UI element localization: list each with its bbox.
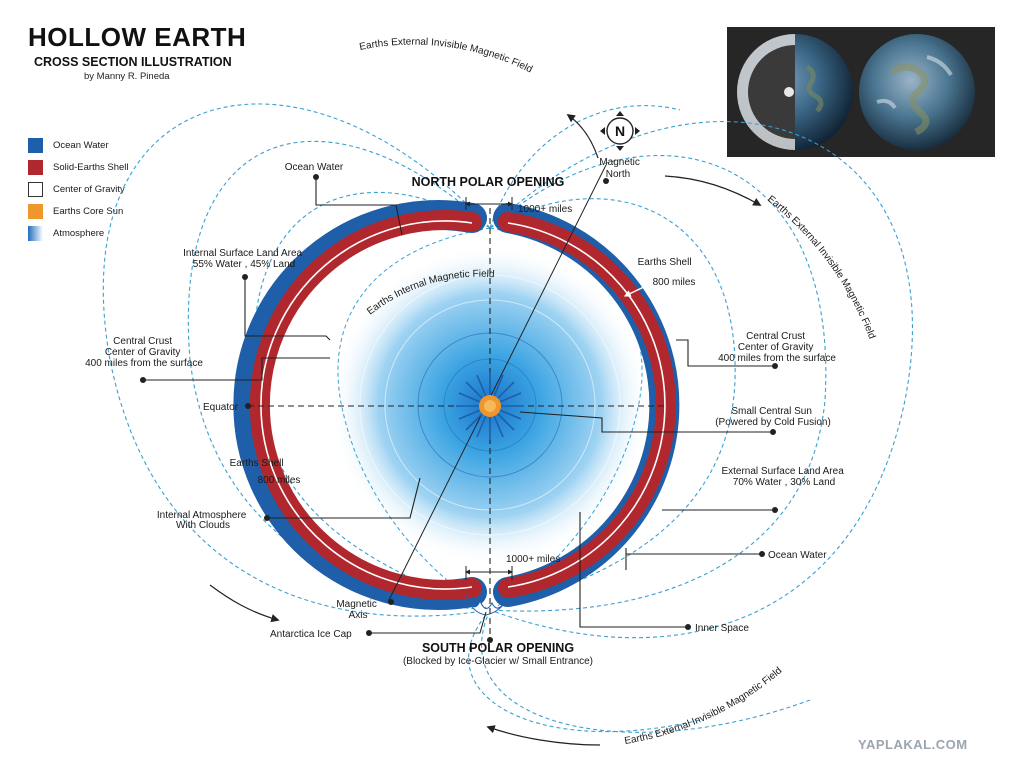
author-credit: by Manny R. Pineda <box>84 71 170 82</box>
field-direction-arrows <box>209 114 762 746</box>
gap-top-label: 1000+ miles <box>518 204 572 215</box>
leader-dots <box>140 174 778 643</box>
magnetic-axis-line <box>387 164 607 603</box>
external-field-label-right: Earths External Invisible Magnetic Field <box>765 194 877 341</box>
legend-label: Center of Gravity <box>53 183 125 195</box>
legend-item-ocean: Ocean Water <box>28 134 129 156</box>
magnetic-axis-label: Magnetic Axis <box>336 599 379 621</box>
earths-shell-right-label: Earths Shell 800 miles <box>638 257 696 288</box>
legend-swatch-shell <box>28 159 43 175</box>
legend-label: Earths Core Sun <box>53 205 124 217</box>
legend-label: Ocean Water <box>53 139 109 151</box>
earths-shell-left-label: Earths Shell 800 miles <box>230 458 301 486</box>
legend: Ocean Water Solid-Earths Shell Center of… <box>28 134 129 244</box>
external-field-lines <box>102 103 913 733</box>
central-sun <box>456 372 524 440</box>
legend-swatch-gravity <box>28 181 43 197</box>
legend-label: Atmosphere <box>53 227 105 239</box>
page-subtitle: CROSS SECTION ILLUSTRATION <box>34 55 232 69</box>
external-field-label-top: Earths External Invisible Magnetic Field <box>358 37 534 76</box>
legend-item-gravity: Center of Gravity <box>28 178 129 200</box>
south-polar-opening-label: SOUTH POLAR OPENING <box>422 641 574 655</box>
central-crust-right-label: Central Crust Center of Gravity 400 mile… <box>718 331 836 364</box>
central-crust-left-label: Central Crust Center of Gravity 400 mile… <box>85 336 203 369</box>
internal-atmosphere-label: Internal Atmosphere With Clouds <box>157 510 249 531</box>
ocean-water-left-label: Ocean Water <box>285 162 344 173</box>
gap-bottom-label: 1000+ miles <box>506 554 560 565</box>
inner-space-label: Inner Space <box>695 623 749 634</box>
compass-letter: N <box>615 123 625 139</box>
external-surface-label: External Surface Land Area 70% Water , 3… <box>721 466 846 488</box>
leader-lines <box>143 177 775 634</box>
equator-label: Equator <box>203 402 239 413</box>
compass-icon: N <box>600 111 640 151</box>
antarctica-label: Antarctica Ice Cap <box>270 629 352 640</box>
earth-photo-panel <box>727 27 995 157</box>
page-title: HOLLOW EARTH <box>28 22 247 52</box>
legend-swatch-atmosphere <box>28 225 43 241</box>
magnetic-north-label: Magnetic North <box>599 157 642 180</box>
watermark: YAPLAKAL.COM <box>858 737 968 752</box>
external-field-label-bottom: Earths External Invisible Magnetic Field <box>624 665 784 747</box>
south-polar-note: (Blocked by Ice-Glacier w/ Small Entranc… <box>403 656 593 667</box>
antarctica-ice-cap <box>465 594 507 616</box>
ocean-water-right-label: Ocean Water <box>768 550 827 561</box>
central-sun-label: Small Central Sun (Powered by Cold Fusio… <box>715 406 831 428</box>
legend-swatch-sun <box>28 203 43 219</box>
legend-item-shell: Solid-Earths Shell <box>28 156 129 178</box>
legend-swatch-ocean <box>28 137 43 153</box>
legend-label: Solid-Earths Shell <box>53 161 129 173</box>
earth-globes-image <box>727 27 995 157</box>
legend-item-atmosphere: Atmosphere <box>28 222 129 244</box>
internal-surface-label: Internal Surface Land Area 55% Water , 4… <box>183 248 305 270</box>
north-polar-opening-label: NORTH POLAR OPENING <box>412 175 565 189</box>
legend-item-sun: Earths Core Sun <box>28 200 129 222</box>
